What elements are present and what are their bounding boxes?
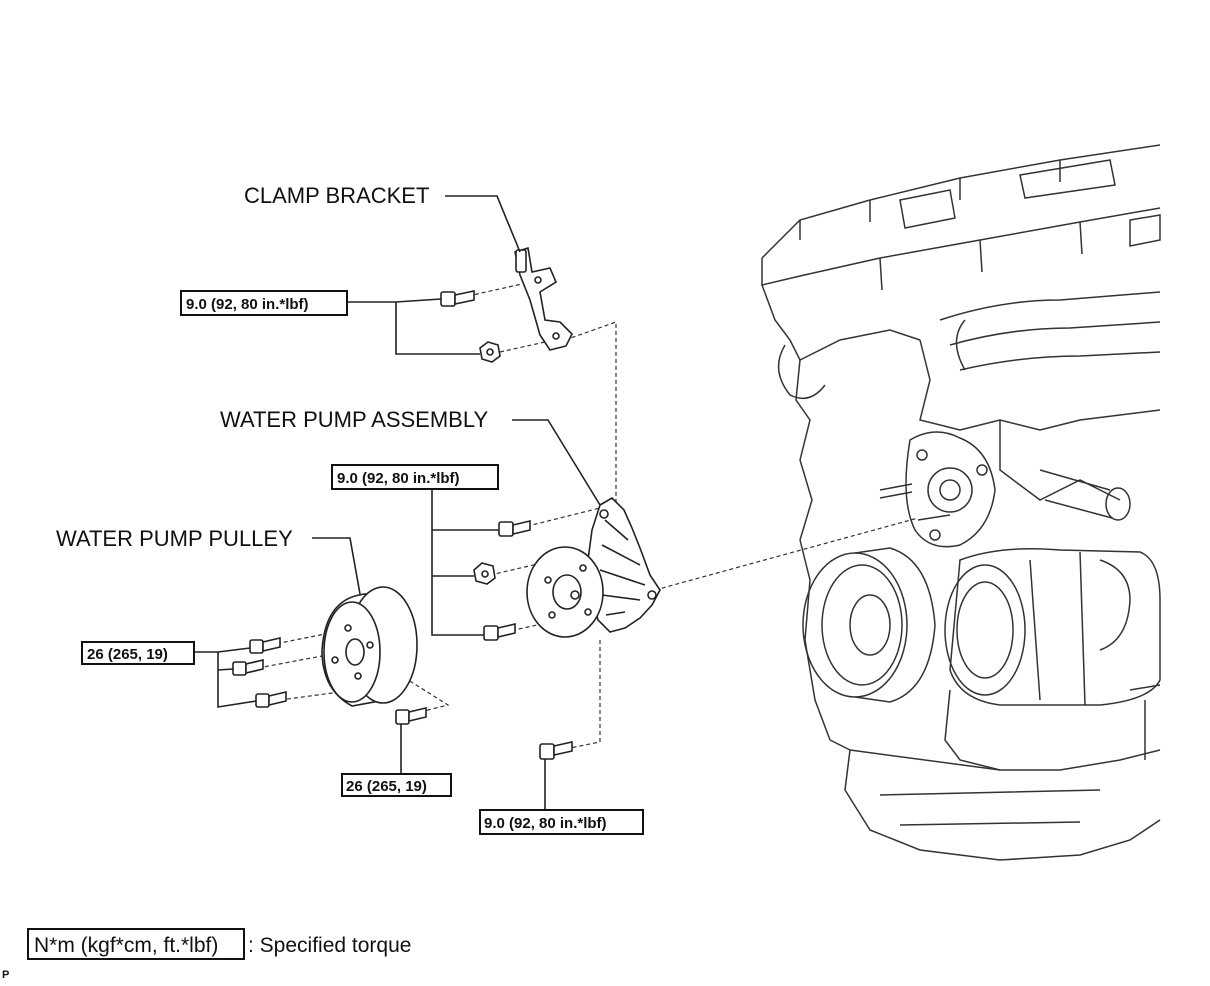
torque-box-water-pump-lower: 9.0 (92, 80 in.*lbf): [479, 809, 644, 835]
pulley-bolt-4: [395, 706, 427, 725]
pump-bolt-lower: [539, 741, 573, 760]
bracket-bolt-upper: [440, 290, 475, 307]
leader-lines: [194, 195, 601, 810]
pulley-bolt-3: [255, 690, 287, 708]
engine-block-illustration: [761, 144, 1161, 861]
torque-box-pulley-lower: 26 (265, 19): [341, 773, 452, 797]
water-pump-assembly-label: WATER PUMP ASSEMBLY: [220, 407, 488, 432]
pulley-bolt-1: [249, 636, 281, 654]
water-pump-pulley-part: [321, 586, 418, 707]
svg-text:26 (265, 19): 26 (265, 19): [346, 778, 427, 795]
svg-text:9.0 (92, 80 in.*lbf): 9.0 (92, 80 in.*lbf): [484, 815, 607, 832]
svg-text:9.0 (92, 80 in.*lbf): 9.0 (92, 80 in.*lbf): [186, 296, 309, 313]
torque-box-pulley: 26 (265, 19): [81, 641, 195, 665]
pulley-bolt-2: [232, 658, 264, 676]
clamp-bracket-part: [514, 246, 573, 351]
svg-text:26 (265, 19): 26 (265, 19): [87, 646, 168, 663]
legend-description: : Specified torque: [248, 934, 411, 957]
torque-legend: N*m (kgf*cm, ft.*lbf) : Specified torque: [27, 928, 411, 960]
pump-bolt-1: [498, 519, 531, 537]
pump-nut-2: [473, 562, 496, 585]
svg-text:9.0 (92, 80 in.*lbf): 9.0 (92, 80 in.*lbf): [337, 470, 460, 487]
bracket-nut-lower: [479, 341, 501, 363]
clamp-bracket-label: CLAMP BRACKET: [244, 183, 429, 208]
water-pump-part: [526, 496, 661, 638]
corner-mark: P: [2, 969, 9, 981]
torque-box-clamp-bracket: 9.0 (92, 80 in.*lbf): [180, 290, 348, 316]
legend-unit: N*m (kgf*cm, ft.*lbf): [34, 934, 218, 957]
pump-bolt-3: [483, 622, 516, 641]
water-pump-pulley-label: WATER PUMP PULLEY: [56, 526, 293, 551]
torque-box-water-pump: 9.0 (92, 80 in.*lbf): [331, 464, 499, 490]
